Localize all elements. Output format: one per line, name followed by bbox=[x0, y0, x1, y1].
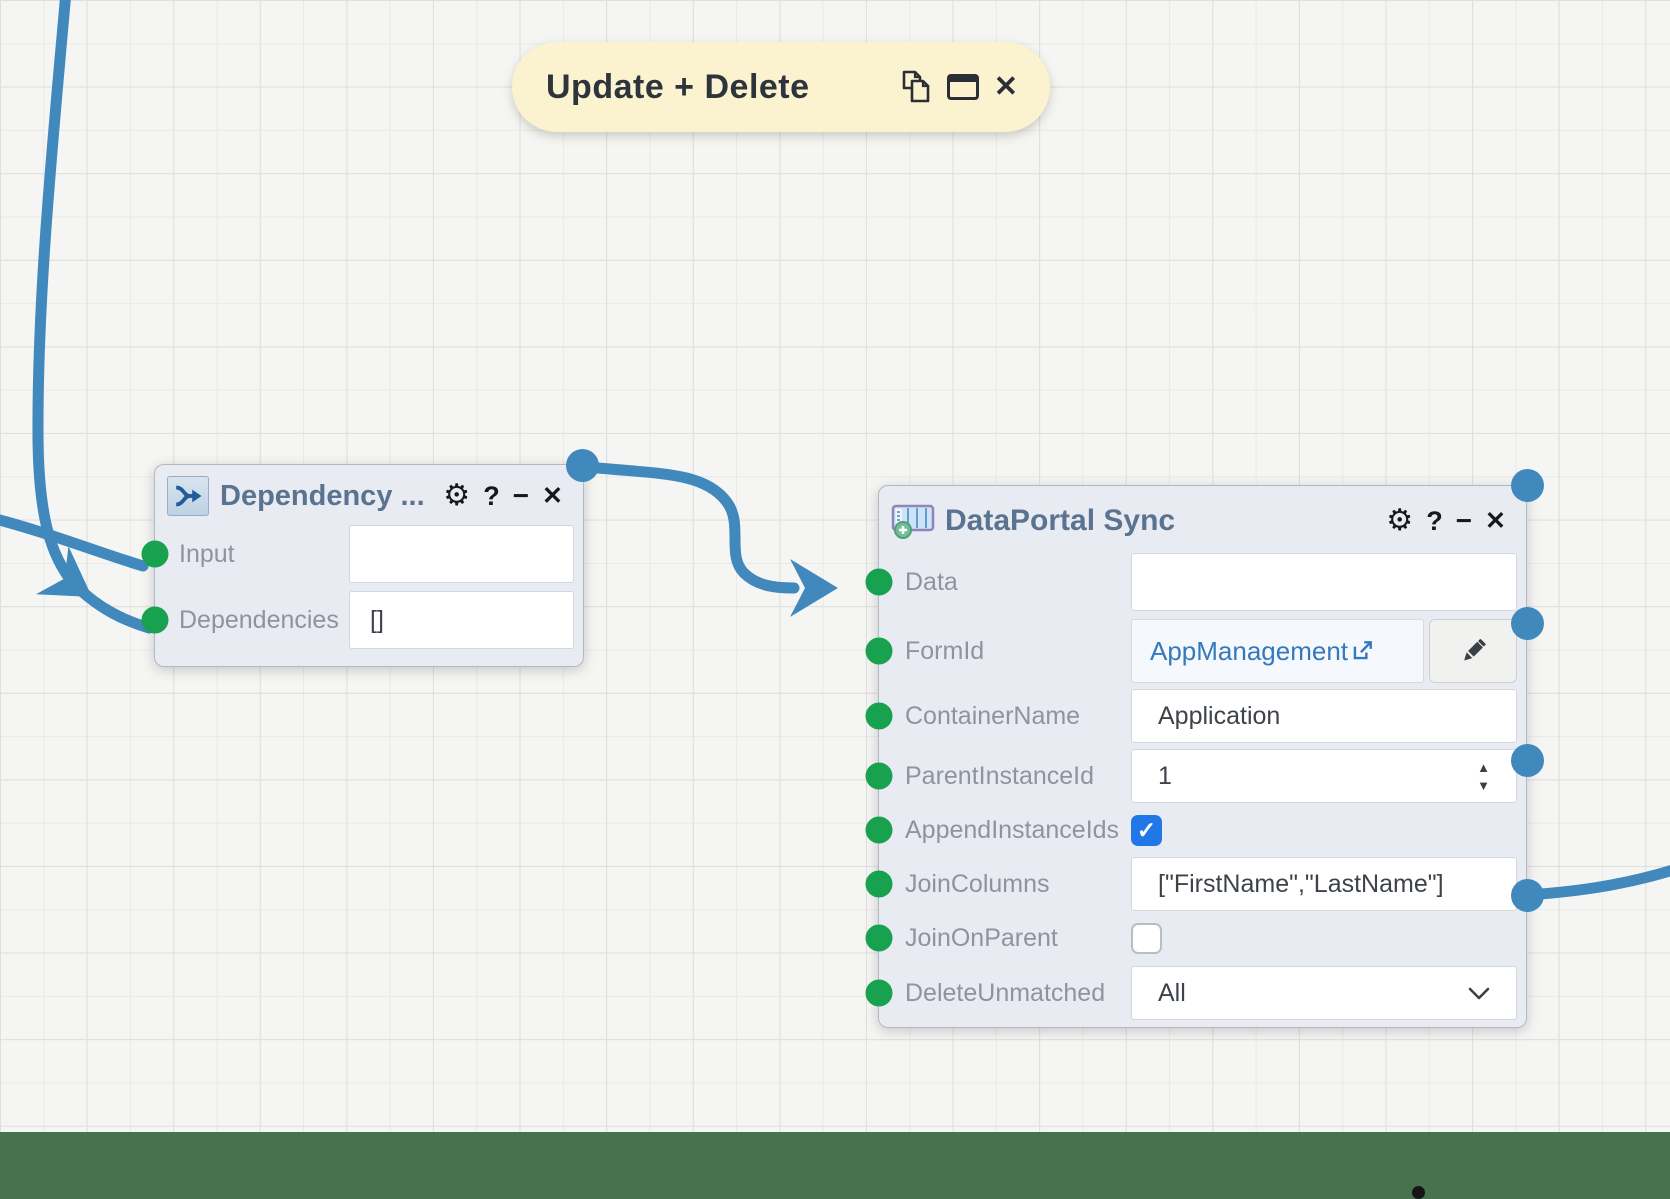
help-icon[interactable]: ? bbox=[1426, 505, 1443, 536]
node-title: DataPortal Sync bbox=[945, 504, 1176, 537]
checkmark-icon: ✓ bbox=[1136, 816, 1157, 843]
dependencies-field[interactable]: [] bbox=[349, 591, 574, 649]
dataportal-output-port-1[interactable] bbox=[1511, 469, 1544, 502]
field-label: FormId bbox=[905, 636, 985, 665]
deleteunmatched-port[interactable] bbox=[865, 979, 893, 1007]
joinonparent-port[interactable] bbox=[865, 924, 893, 952]
field-row-joincolumns: JoinColumns ["FirstName","LastName"] bbox=[865, 854, 1526, 914]
window-icon[interactable] bbox=[946, 74, 979, 100]
collapse-icon[interactable]: − bbox=[1455, 505, 1473, 536]
pencil-icon bbox=[1464, 639, 1486, 661]
node-dependency[interactable]: Dependency ... ⚙ ? − ✕ Input Dependencie… bbox=[141, 449, 599, 667]
dataportal-output-port-4[interactable] bbox=[1511, 879, 1544, 912]
field-label: Dependencies bbox=[179, 605, 339, 634]
field-label: AppendInstanceIds bbox=[905, 815, 1120, 844]
field-label: JoinColumns bbox=[905, 869, 1050, 898]
data-field[interactable] bbox=[1131, 553, 1517, 611]
external-link-icon bbox=[1353, 641, 1372, 660]
number-spinner: ▲ ▼ bbox=[1477, 761, 1490, 792]
spinner-down-icon[interactable]: ▼ bbox=[1477, 777, 1490, 793]
settings-icon[interactable]: ⚙ bbox=[443, 479, 471, 512]
field-label: ContainerName bbox=[905, 701, 1081, 730]
field-row-joinonparent: JoinOnParent bbox=[865, 914, 1526, 962]
joincolumns-field[interactable]: ["FirstName","LastName"] bbox=[1131, 857, 1517, 911]
group-pill-actions: ✕ bbox=[900, 70, 1018, 104]
field-row-data: Data bbox=[865, 548, 1526, 616]
formid-link-text: AppManagement bbox=[1150, 635, 1349, 666]
field-label: ParentInstanceId bbox=[905, 761, 1095, 790]
wire-top-to-dependencies[interactable] bbox=[32, 0, 155, 634]
dataportal-output-port-3[interactable] bbox=[1511, 744, 1544, 777]
dependencies-port[interactable] bbox=[141, 606, 169, 634]
collapse-icon[interactable]: − bbox=[512, 480, 530, 511]
data-port[interactable] bbox=[865, 568, 893, 596]
cursor-dot bbox=[1412, 1186, 1425, 1199]
spinner-up-icon[interactable]: ▲ bbox=[1477, 759, 1490, 775]
close-icon[interactable]: ✕ bbox=[993, 70, 1018, 103]
dataportal-output-port-2[interactable] bbox=[1511, 607, 1544, 640]
settings-icon[interactable]: ⚙ bbox=[1386, 504, 1414, 537]
node-dependency-header[interactable]: Dependency ... ⚙ ? − ✕ bbox=[155, 465, 583, 521]
input-field[interactable] bbox=[349, 525, 574, 583]
field-label: Data bbox=[905, 567, 958, 596]
field-row-formid: FormId AppManagement bbox=[865, 616, 1526, 686]
parentinstanceid-port[interactable] bbox=[865, 762, 893, 790]
field-row-deleteunmatched: DeleteUnmatched All bbox=[865, 962, 1526, 1024]
field-label: Input bbox=[179, 539, 235, 568]
containername-field[interactable]: Application bbox=[1131, 689, 1517, 743]
node-title: Dependency ... bbox=[220, 479, 425, 512]
appendinstanceids-checkbox[interactable]: ✓ bbox=[1131, 814, 1162, 846]
field-row-input: Input bbox=[141, 521, 583, 587]
copy-icon[interactable] bbox=[900, 70, 932, 104]
node-dataportal-sync[interactable]: DataPortal Sync ⚙ ? − ✕ Data FormId AppM… bbox=[865, 469, 1544, 1028]
field-label: JoinOnParent bbox=[905, 923, 1058, 952]
deleteunmatched-select[interactable]: All bbox=[1131, 966, 1517, 1020]
edit-formid-button[interactable] bbox=[1429, 619, 1517, 683]
formid-link[interactable]: AppManagement bbox=[1150, 636, 1374, 667]
joinonparent-checkbox[interactable] bbox=[1131, 922, 1162, 954]
help-icon[interactable]: ? bbox=[483, 480, 500, 511]
wire-joincolumns-out[interactable] bbox=[1521, 865, 1670, 901]
bottom-bar bbox=[0, 1132, 1670, 1199]
wire-dependency-to-data[interactable] bbox=[582, 461, 800, 594]
close-icon[interactable]: ✕ bbox=[542, 481, 563, 510]
node-dataportal-header[interactable]: DataPortal Sync ⚙ ? − ✕ bbox=[879, 486, 1526, 548]
wire-left-to-input[interactable] bbox=[0, 514, 149, 572]
chevron-down-icon bbox=[1468, 987, 1490, 999]
parentinstanceid-field[interactable]: 1 ▲ ▼ bbox=[1131, 749, 1517, 803]
joincolumns-port[interactable] bbox=[865, 870, 893, 898]
arrowhead-into-data bbox=[790, 559, 838, 617]
arrowhead-into-dependencies bbox=[35, 546, 92, 597]
field-label: DeleteUnmatched bbox=[905, 978, 1106, 1007]
appendinstanceids-port[interactable] bbox=[865, 816, 893, 844]
group-label-pill[interactable]: Update + Delete ✕ bbox=[512, 42, 1050, 132]
field-row-dependencies: Dependencies [] bbox=[141, 587, 583, 653]
deleteunmatched-value: All bbox=[1158, 978, 1186, 1007]
formid-port[interactable] bbox=[865, 637, 893, 665]
dataportal-table-icon bbox=[891, 503, 935, 539]
input-port[interactable] bbox=[141, 540, 169, 568]
group-title: Update + Delete bbox=[546, 67, 810, 106]
formid-panel: AppManagement bbox=[1131, 619, 1424, 683]
dependency-output-port[interactable] bbox=[566, 449, 599, 482]
close-icon[interactable]: ✕ bbox=[1485, 506, 1506, 535]
field-row-parentinstanceid: ParentInstanceId 1 ▲ ▼ bbox=[865, 746, 1526, 806]
field-row-appendinstanceids: AppendInstanceIds ✓ bbox=[865, 806, 1526, 854]
merge-arrows-icon bbox=[167, 476, 209, 516]
containername-port[interactable] bbox=[865, 702, 893, 730]
field-row-containername: ContainerName Application bbox=[865, 686, 1526, 746]
parentinstanceid-value: 1 bbox=[1158, 761, 1172, 790]
